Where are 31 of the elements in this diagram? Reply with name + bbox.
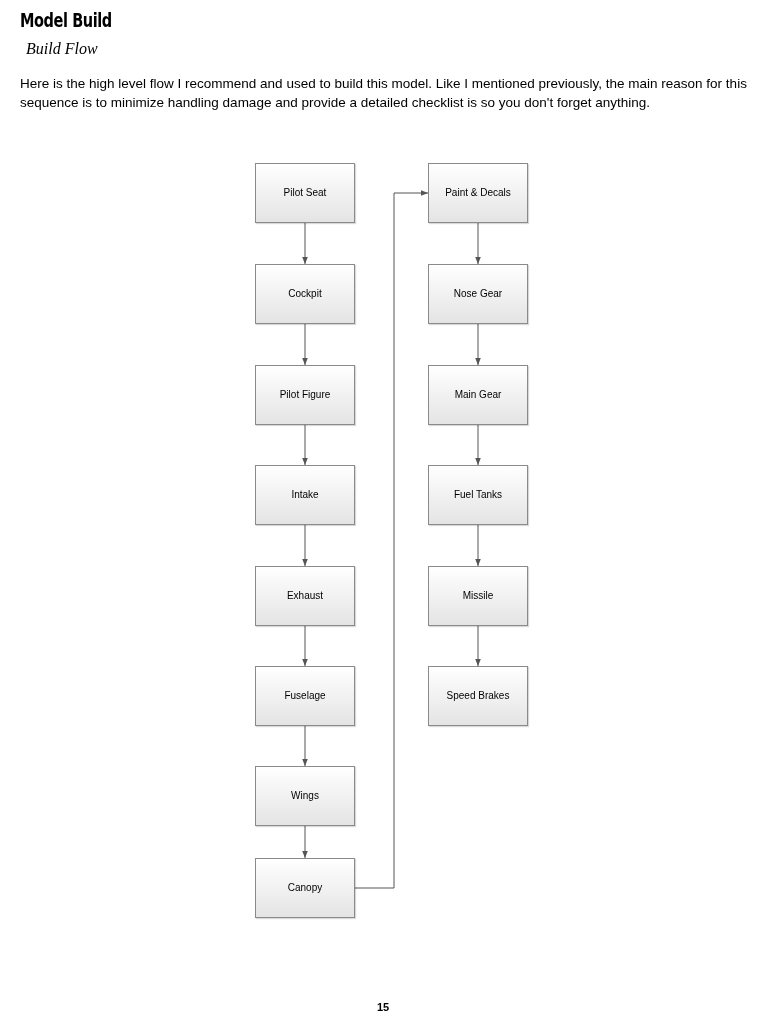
process-box: Speed Brakes bbox=[428, 666, 528, 726]
arrow bbox=[354, 190, 429, 889]
arrow bbox=[302, 222, 308, 265]
process-box: Nose Gear bbox=[428, 264, 528, 324]
arrow bbox=[475, 323, 481, 366]
arrow bbox=[475, 625, 481, 667]
arrow bbox=[302, 424, 308, 466]
process-box: Pilot Seat bbox=[255, 163, 355, 223]
arrow bbox=[475, 524, 481, 567]
arrow bbox=[302, 524, 308, 567]
process-box: Exhaust bbox=[255, 566, 355, 626]
process-box: Pilot Figure bbox=[255, 365, 355, 425]
process-box: Wings bbox=[255, 766, 355, 826]
page-number: 15 bbox=[375, 1000, 391, 1015]
arrow bbox=[475, 222, 481, 265]
process-box: Fuel Tanks bbox=[428, 465, 528, 525]
process-box: Cockpit bbox=[255, 264, 355, 324]
arrow bbox=[475, 424, 481, 466]
process-box: Canopy bbox=[255, 858, 355, 918]
process-box: Intake bbox=[255, 465, 355, 525]
page-title: Model Build bbox=[20, 8, 112, 33]
arrow bbox=[302, 825, 308, 859]
arrow bbox=[302, 725, 308, 767]
process-box: Missile bbox=[428, 566, 528, 626]
arrow bbox=[302, 323, 308, 366]
process-box: Paint & Decals bbox=[428, 163, 528, 223]
section-subtitle: Build Flow bbox=[26, 39, 98, 59]
process-box: Fuselage bbox=[255, 666, 355, 726]
process-box: Main Gear bbox=[428, 365, 528, 425]
intro-paragraph: Here is the high level flow I recommend and used to build this model. Like I mentioned previously, the main reason for this sequence is to minimize handling damage and provide a detailed checklist is so you don't forget anything. bbox=[20, 75, 748, 112]
arrow bbox=[302, 625, 308, 667]
